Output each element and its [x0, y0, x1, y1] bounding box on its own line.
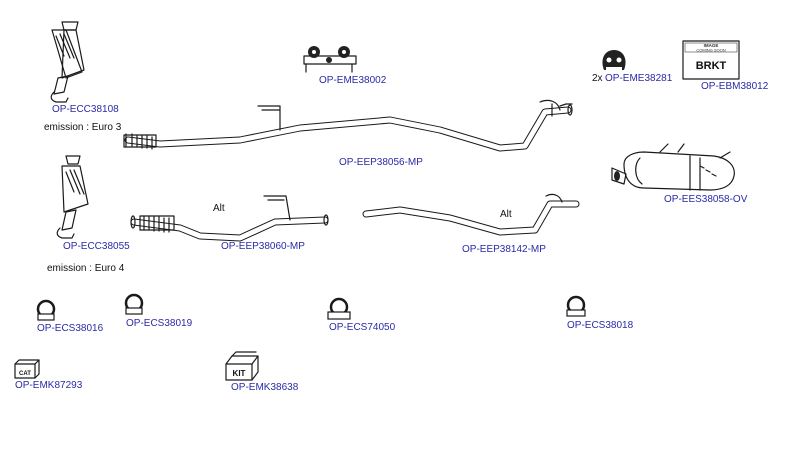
catalytic-converter-38108-icon[interactable] [50, 21, 85, 103]
cat-text: CAT [19, 371, 31, 377]
rear-silencer-icon[interactable] [611, 143, 735, 191]
clamp-38018-icon[interactable] [566, 295, 586, 317]
part-label-emk38638[interactable]: OP-EMK38638 [231, 382, 299, 393]
part-label-ecs38016[interactable]: OP-ECS38016 [37, 323, 104, 334]
catalytic-converter-38055-icon[interactable] [56, 155, 89, 239]
part-label-eme38281[interactable]: OP-EME38281 [605, 73, 673, 84]
alt-note-1: Alt [213, 203, 225, 214]
front-pipe-icon[interactable] [130, 195, 329, 242]
part-label-eep38060[interactable]: OP-EEP38060-MP [221, 241, 305, 252]
clamp-38019-icon[interactable] [124, 293, 144, 315]
part-label-ecc38055[interactable]: OP-ECC38055 [63, 241, 130, 252]
bracket-text: BRKT [696, 60, 727, 72]
main-pipe-icon[interactable] [123, 99, 573, 152]
part-label-ecs74050[interactable]: OP-ECS74050 [329, 322, 396, 333]
emission-note-euro3: emission : Euro 3 [44, 122, 122, 133]
mounting-bracket-pair-icon[interactable] [303, 46, 357, 73]
kit-text: KIT [233, 369, 246, 378]
part-label-ecs38018[interactable]: OP-ECS38018 [567, 320, 634, 331]
part-label-emk87293[interactable]: OP-EMK87293 [15, 380, 83, 391]
part-label-ecs38019[interactable]: OP-ECS38019 [126, 318, 193, 329]
bracket-badge-line1: IMAGE [704, 43, 719, 48]
clamp-74050-icon[interactable] [327, 297, 351, 320]
fitting-kit-icon[interactable]: KIT [225, 351, 259, 381]
intermediate-pipe-icon[interactable] [362, 193, 580, 236]
part-label-eep38142[interactable]: OP-EEP38142-MP [462, 244, 546, 255]
part-label-eep38056[interactable]: OP-EEP38056-MP [339, 157, 423, 168]
part-label-eme38002[interactable]: OP-EME38002 [319, 75, 387, 86]
alt-note-2: Alt [500, 209, 512, 220]
cat-fitting-kit-icon[interactable]: CAT [14, 359, 40, 379]
rubber-hanger-icon[interactable] [602, 50, 626, 71]
emission-note-euro4: emission : Euro 4 [47, 263, 125, 274]
bracket-placeholder-icon[interactable]: IMAGE COMING SOON BRKT [682, 40, 740, 80]
clamp-38016-icon[interactable] [36, 299, 56, 321]
part-label-ecc38108[interactable]: OP-ECC38108 [52, 104, 119, 115]
part-label-ees38058[interactable]: OP-EES38058-OV [664, 194, 748, 205]
part-label-ebm38012[interactable]: OP-EBM38012 [701, 81, 769, 92]
quantity-eme38281: 2x [592, 73, 603, 84]
bracket-badge-line2: COMING SOON [696, 48, 725, 53]
